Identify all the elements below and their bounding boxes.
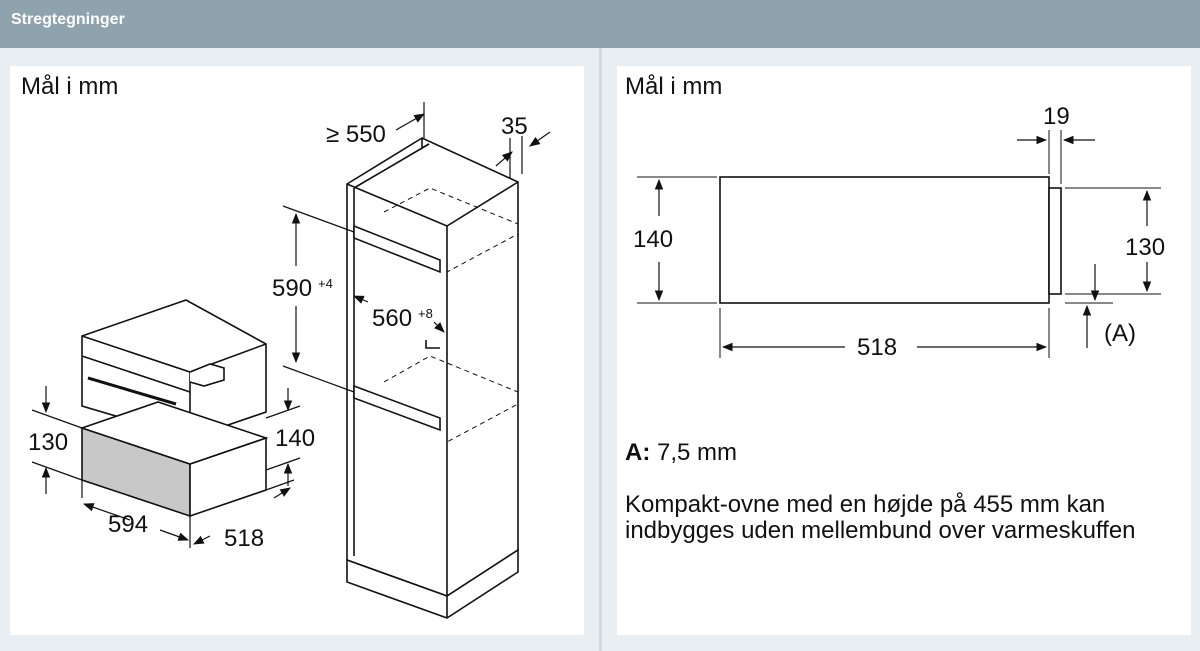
drawer-side-view bbox=[719, 176, 1062, 304]
dim-drawer-height-right-label: 140 bbox=[275, 425, 315, 452]
right-drawing-panel: Mål i mm 140 130 bbox=[617, 66, 1191, 635]
dim-cabinet-back bbox=[495, 131, 551, 178]
extension-lines bbox=[637, 130, 1161, 358]
note-a: A: 7,5 mm bbox=[625, 440, 737, 466]
dim-niche-height-sup: +4 bbox=[318, 276, 333, 291]
warming-drawer bbox=[79, 401, 269, 518]
dim-drawer-width bbox=[81, 480, 191, 548]
tall-cabinet bbox=[346, 137, 519, 619]
panel-divider bbox=[599, 48, 602, 651]
note-a-value: 7,5 mm bbox=[657, 439, 738, 466]
dim-inner-height-label: 130 bbox=[1125, 234, 1165, 261]
oven-unit bbox=[81, 299, 267, 439]
dim-drawer-width-label: 594 bbox=[108, 511, 148, 538]
dim-drawer-depth bbox=[193, 479, 295, 545]
dim-niche-width-sup: +8 bbox=[418, 306, 433, 321]
dim-niche-width-label: 560 bbox=[372, 305, 412, 332]
dim-drawer-height-left-label: 130 bbox=[28, 429, 68, 456]
dim-a bbox=[1082, 264, 1100, 348]
dim-height-label: 140 bbox=[633, 226, 673, 253]
right-line-drawing: Mål i mm 140 130 bbox=[625, 73, 1165, 361]
dim-niche-height-label: 590 bbox=[272, 275, 312, 302]
dim-drawer-height-left bbox=[31, 386, 83, 494]
dim-drawer-depth-label: 518 bbox=[224, 525, 264, 552]
left-line-drawing: Mål i mm ≥ 550 bbox=[21, 73, 551, 619]
left-caption: Mål i mm bbox=[21, 73, 118, 100]
dim-niche-width bbox=[353, 295, 445, 333]
header-title: Stregtegninger bbox=[11, 11, 125, 28]
dim-cabinet-back-label: 35 bbox=[501, 113, 528, 140]
dim-niche-height bbox=[282, 205, 355, 393]
header-bar: Stregtegninger bbox=[0, 0, 1200, 48]
shelf-outlines-dashed bbox=[383, 187, 519, 443]
right-caption: Mål i mm bbox=[625, 73, 722, 100]
dim-a-label: (A) bbox=[1104, 320, 1136, 347]
dim-cabinet-depth bbox=[395, 102, 425, 138]
dim-depth-label: 518 bbox=[857, 334, 897, 361]
left-drawing-panel: Mål i mm ≥ 550 bbox=[10, 66, 584, 635]
dim-front-label: 19 bbox=[1043, 103, 1070, 130]
dim-cabinet-depth-label: ≥ 550 bbox=[326, 121, 386, 148]
note-a-key: A: bbox=[625, 439, 651, 466]
note-text: Kompakt-ovne med en højde på 455 mm kan … bbox=[625, 491, 1136, 544]
